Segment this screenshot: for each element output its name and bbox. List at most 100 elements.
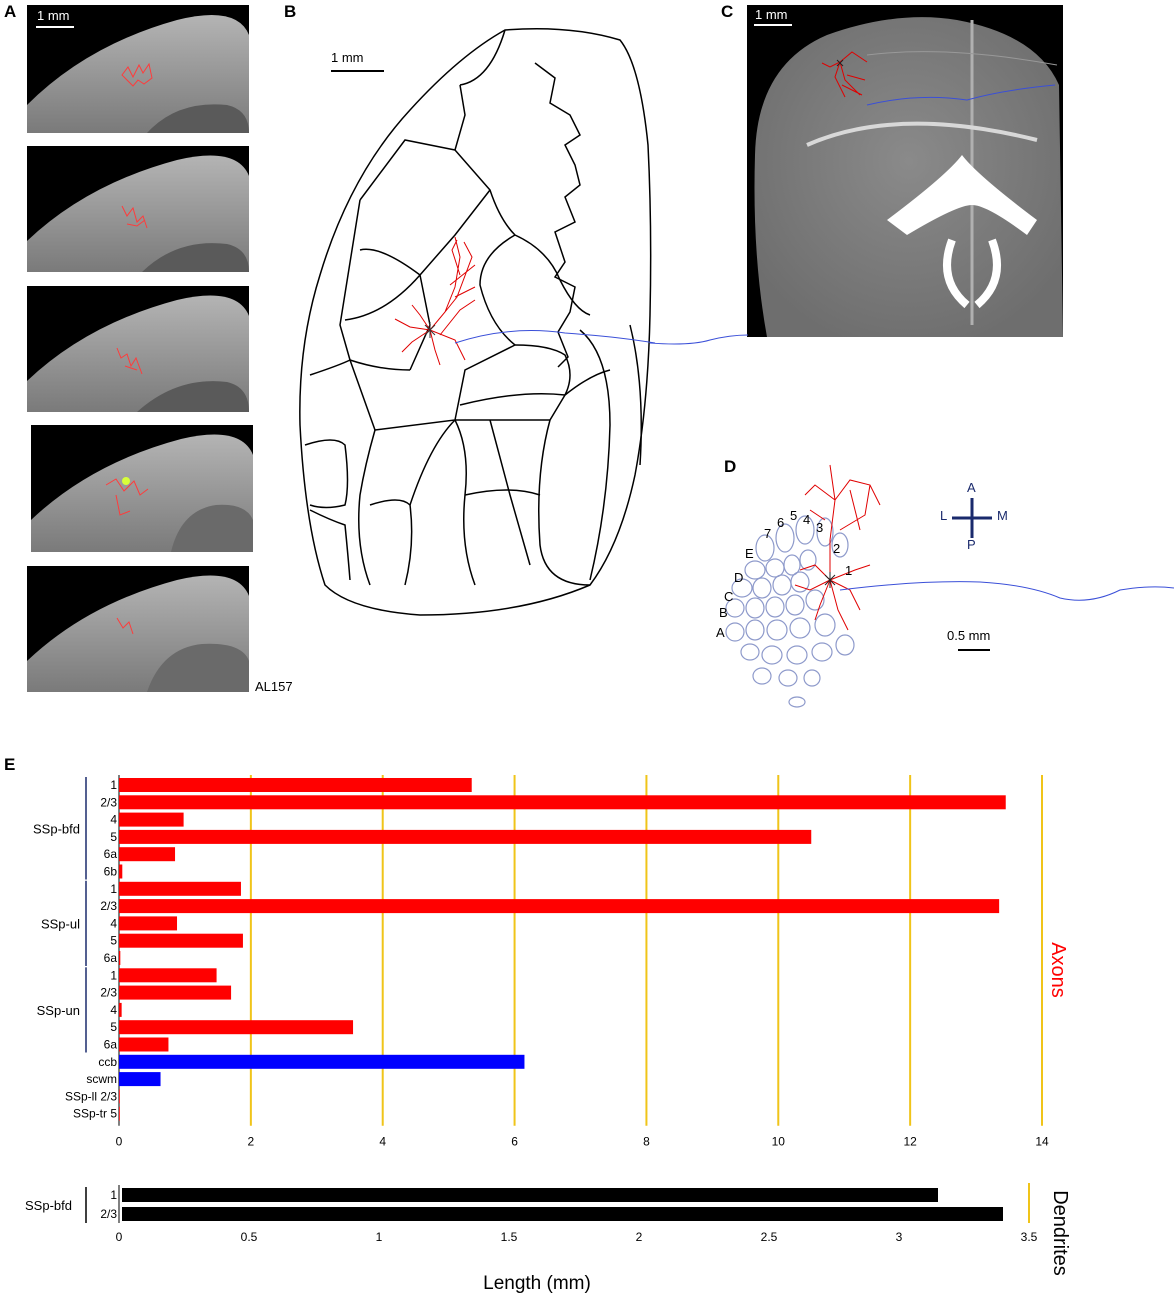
dendrite-category-label: 2/3 (100, 1207, 117, 1221)
axon-category-label: SSp-ll 2/3 (65, 1089, 117, 1103)
dendrite-x-tick-label: 2 (636, 1230, 643, 1244)
axon-category-label: 4 (110, 1003, 117, 1017)
axon-category-label: 5 (110, 934, 117, 948)
axon-bar (119, 778, 472, 792)
axon-bar (119, 881, 241, 896)
compass-p-label: P (967, 537, 976, 552)
axon-x-tick-label: 12 (903, 1135, 917, 1149)
barrel-row-label: D (734, 570, 744, 585)
axon-x-tick-label: 8 (643, 1135, 650, 1149)
panel-b-letter: B (284, 2, 297, 21)
panel-c-scale-bar (754, 24, 792, 26)
axon-category-label: 6a (104, 1038, 118, 1052)
panel-a-slice-1 (27, 5, 249, 133)
dendrite-x-tick-label: 1 (376, 1230, 383, 1244)
axon-bar (119, 1020, 354, 1035)
barrel-arc-label: 3 (816, 520, 824, 535)
axon-x-tick-label: 6 (511, 1135, 518, 1149)
barrel-arc-label: 5 (790, 508, 798, 523)
axon-group-label: SSp-un (37, 1003, 80, 1018)
axon-bar (119, 864, 123, 879)
compass-m-label: M (997, 508, 1008, 523)
axon-bar (119, 847, 176, 862)
axon-group-label: SSp-ul (41, 916, 80, 931)
axon-x-tick-label: 14 (1035, 1135, 1049, 1149)
axon-bar (119, 1089, 120, 1104)
axon-bar (119, 1054, 525, 1069)
axon-category-label: ccb (98, 1055, 117, 1069)
dendrite-x-tick-label: 3 (896, 1230, 903, 1244)
panel-b-scale-label: 1 mm (331, 50, 364, 65)
axon-category-label: 6a (104, 951, 118, 965)
axon-bar (119, 933, 243, 948)
panel-a-slice-3 (27, 286, 249, 412)
dendrite-category-label: 1 (110, 1188, 117, 1202)
panel-a-slice-2 (27, 146, 249, 272)
barrel-row-label: E (745, 546, 754, 561)
barrel-row-label: A (716, 625, 725, 640)
panel-e-letter: E (4, 755, 16, 774)
axon-category-label: 4 (110, 813, 117, 827)
axon-category-label: 1 (110, 778, 117, 792)
axon-bar (119, 1106, 120, 1121)
axon-category-label: 2/3 (100, 899, 117, 913)
barrel-row-label: C (724, 589, 734, 604)
panel-a-letter: A (4, 2, 17, 21)
panel-b-flatmap (299, 28, 656, 616)
axon-side-label: Axons (1047, 942, 1069, 998)
axon-x-tick-label: 10 (772, 1135, 786, 1149)
panel-d-scale-label: 0.5 mm (947, 628, 991, 643)
dendrite-x-tick-label: 0.5 (241, 1230, 258, 1244)
axon-bar (119, 1072, 161, 1087)
panel-c-scale-label: 1 mm (755, 7, 788, 22)
axon-category-label: 6a (104, 847, 118, 861)
panel-a-scale-label: 1 mm (37, 8, 70, 23)
axon-x-tick-label: 2 (248, 1135, 255, 1149)
axon-bar (119, 968, 217, 983)
axon-bar (119, 1002, 122, 1017)
dendrite-x-tick-label: 2.5 (761, 1230, 778, 1244)
barrel-row-label: B (719, 605, 728, 620)
barrel-arc-label: 6 (777, 515, 785, 530)
axon-category-label: 5 (110, 1020, 117, 1034)
axon-bar (119, 916, 178, 931)
dendrite-x-tick-label: 1.5 (501, 1230, 518, 1244)
panel-d-barrel-map (725, 464, 1174, 708)
dendrite-bar (122, 1207, 1003, 1221)
axon-bar-chart: 12/3456a6b12/3456a12/3456accbscwmSSp-ll … (33, 775, 1069, 1149)
x-axis-title: Length (mm) (483, 1273, 591, 1294)
compass-l-label: L (940, 508, 948, 523)
compass-a-label: A (967, 480, 976, 495)
dendrite-bar (122, 1188, 938, 1202)
dendrite-group-label: SSp-bfd (25, 1198, 72, 1213)
axon-group-label: SSp-bfd (33, 821, 80, 836)
axon-category-label: 5 (110, 830, 117, 844)
barrel-arc-label: 7 (764, 526, 772, 541)
axon-bar (119, 1037, 169, 1052)
barrel-arc-label: 1 (845, 563, 853, 578)
axon-bar (119, 812, 184, 827)
panel-b-scale-bar (331, 70, 384, 72)
axon-category-label: 6b (104, 865, 118, 879)
axon-category-label: 1 (110, 968, 117, 982)
axon-bar (119, 899, 1000, 914)
barrel-arc-label: 2 (833, 541, 841, 556)
axon-bar (119, 795, 1006, 810)
axon-bar (119, 985, 232, 1000)
panel-c-letter: C (721, 2, 734, 21)
axon-category-label: scwm (86, 1072, 117, 1086)
axon-bar (119, 951, 121, 965)
panel-d-letter: D (724, 457, 737, 476)
panel-a-slice-4 (31, 425, 253, 552)
axon-category-label: 2/3 (100, 986, 117, 1000)
axon-category-label: 4 (110, 916, 117, 930)
dendrite-x-tick-label: 0 (116, 1230, 123, 1244)
dendrite-x-tick-label: 3.5 (1021, 1230, 1038, 1244)
panel-b-c-connector (650, 334, 749, 345)
axon-x-tick-label: 0 (116, 1135, 123, 1149)
panel-a-id-label: AL157 (255, 679, 293, 694)
axon-x-tick-label: 4 (379, 1135, 386, 1149)
axon-category-label: SSp-tr 5 (73, 1107, 117, 1121)
panel-a-slice-5 (27, 566, 249, 692)
